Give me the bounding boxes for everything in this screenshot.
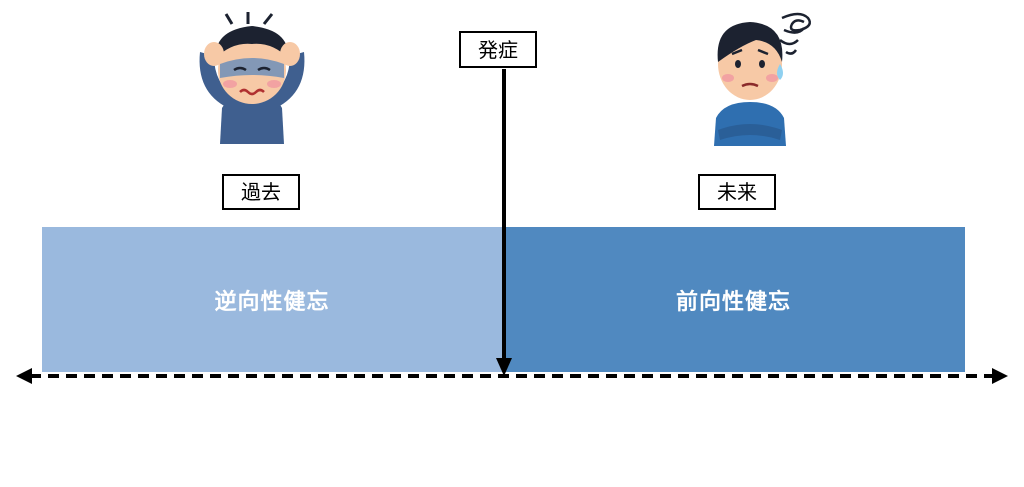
timeline-left-arrowhead	[16, 368, 32, 384]
anterograde-amnesia-label: 前向性健忘	[675, 289, 791, 315]
swirl-icon	[779, 12, 811, 55]
distressed-person-icon	[192, 12, 312, 144]
retrograde-amnesia-label: 逆向性健忘	[214, 289, 330, 315]
past-label: 過去	[222, 174, 300, 210]
future-label: 未来	[698, 174, 776, 210]
onset-arrowhead	[496, 358, 512, 376]
timeline-right-arrowhead	[992, 368, 1008, 384]
retrograde-amnesia-region: 逆向性健忘	[42, 227, 502, 372]
confused-person-icon	[700, 6, 820, 146]
onset-label: 発症	[459, 31, 537, 68]
anterograde-amnesia-region: 前向性健忘	[502, 227, 965, 372]
